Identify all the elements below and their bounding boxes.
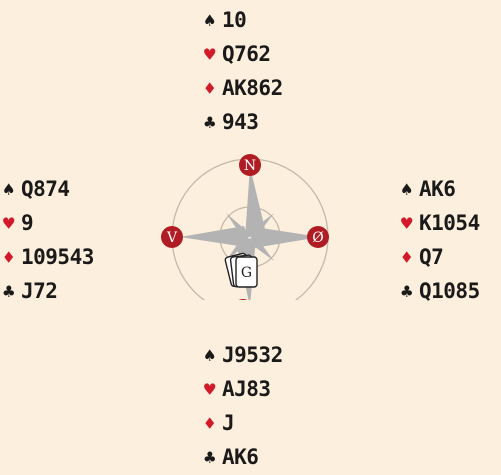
spade-icon: ♠ <box>3 173 21 207</box>
heart-icon: ♥ <box>204 38 222 72</box>
west-spades-holding: ♠Q874 <box>3 172 94 206</box>
club-icon: ♣ <box>204 106 222 140</box>
diamond-icon: ♦ <box>204 72 222 106</box>
compass-marker-south: S <box>232 299 254 300</box>
compass-marker-north: N <box>239 154 261 176</box>
west-hearts-cards: 9 <box>21 211 33 235</box>
south-hearts-cards: AJ83 <box>222 377 271 401</box>
diamond-icon: ♦ <box>401 241 419 275</box>
east-hearts-cards: K1054 <box>419 211 480 235</box>
compass-label-east: Ø <box>312 230 323 246</box>
compass-rose: G N V Ø S <box>150 150 350 300</box>
dealer-label: G <box>241 265 252 281</box>
north-hearts-cards: Q762 <box>222 42 271 66</box>
north-spades-holding: ♠10 <box>204 3 283 37</box>
east-clubs-cards: Q1085 <box>419 279 480 303</box>
east-spades-holding: ♠AK6 <box>401 172 480 206</box>
north-clubs-cards: 943 <box>222 110 258 134</box>
north-hearts-holding: ♥Q762 <box>204 37 283 71</box>
east-hand: ♠AK6 ♥K1054 ♦Q7 ♣Q1085 <box>401 172 480 308</box>
spade-icon: ♠ <box>204 4 222 38</box>
diamond-icon: ♦ <box>204 407 222 441</box>
compass-marker-east: Ø <box>307 226 329 248</box>
spade-icon: ♠ <box>204 339 222 373</box>
east-clubs-holding: ♣Q1085 <box>401 274 480 308</box>
east-diamonds-holding: ♦Q7 <box>401 240 480 274</box>
west-clubs-cards: J72 <box>21 279 57 303</box>
compass-marker-south-dot <box>232 299 254 300</box>
south-hearts-holding: ♥AJ83 <box>204 372 283 406</box>
south-hand: ♠J9532 ♥AJ83 ♦J ♣AK6 <box>204 338 283 474</box>
south-spades-cards: J9532 <box>222 343 283 367</box>
compass-marker-west: V <box>161 226 183 248</box>
west-spades-cards: Q874 <box>21 177 70 201</box>
diamond-icon: ♦ <box>3 241 21 275</box>
west-hearts-holding: ♥9 <box>3 206 94 240</box>
east-hearts-holding: ♥K1054 <box>401 206 480 240</box>
heart-icon: ♥ <box>3 207 21 241</box>
club-icon: ♣ <box>3 275 21 309</box>
west-clubs-holding: ♣J72 <box>3 274 94 308</box>
south-spades-holding: ♠J9532 <box>204 338 283 372</box>
compass-label-west: V <box>166 230 178 246</box>
spade-icon: ♠ <box>401 173 419 207</box>
west-diamonds-holding: ♦109543 <box>3 240 94 274</box>
north-hand: ♠10 ♥Q762 ♦AK862 ♣943 <box>204 3 283 139</box>
heart-icon: ♥ <box>204 373 222 407</box>
dealer-cards: G <box>225 253 257 287</box>
west-diamonds-cards: 109543 <box>21 245 94 269</box>
south-clubs-cards: AK6 <box>222 445 258 469</box>
east-spades-cards: AK6 <box>419 177 455 201</box>
compass-label-north: N <box>244 158 256 174</box>
south-diamonds-holding: ♦J <box>204 406 283 440</box>
south-diamonds-cards: J <box>222 411 234 435</box>
north-clubs-holding: ♣943 <box>204 105 283 139</box>
north-diamonds-holding: ♦AK862 <box>204 71 283 105</box>
north-spades-cards: 10 <box>222 8 246 32</box>
north-diamonds-cards: AK862 <box>222 76 283 100</box>
south-clubs-holding: ♣AK6 <box>204 440 283 474</box>
west-hand: ♠Q874 ♥9 ♦109543 ♣J72 <box>3 172 94 308</box>
heart-icon: ♥ <box>401 207 419 241</box>
club-icon: ♣ <box>401 275 419 309</box>
east-diamonds-cards: Q7 <box>419 245 443 269</box>
